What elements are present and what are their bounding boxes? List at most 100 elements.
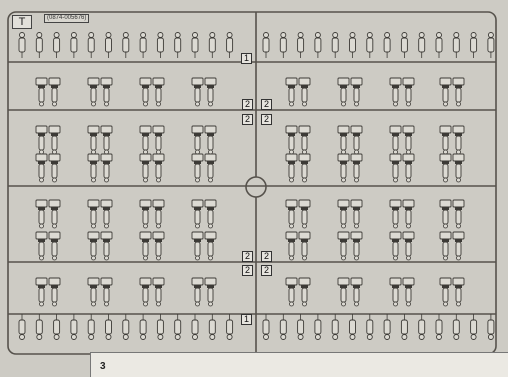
pin-part bbox=[122, 314, 130, 340]
pin-part bbox=[331, 314, 339, 340]
seat-pair-part bbox=[35, 153, 61, 183]
pin-part bbox=[18, 32, 26, 58]
pin-part bbox=[366, 314, 374, 340]
pin-part bbox=[35, 314, 43, 340]
pin-part bbox=[349, 314, 356, 340]
seat-pair-part bbox=[139, 153, 165, 183]
seat-pair-part bbox=[337, 277, 363, 307]
part-number-2: 2 bbox=[261, 251, 272, 262]
seat-pair-part bbox=[139, 199, 165, 229]
seat-pair-part bbox=[87, 153, 113, 183]
seat-pair-part bbox=[337, 199, 363, 229]
pin-part bbox=[279, 32, 287, 58]
sheet-letter-badge: T bbox=[12, 15, 32, 29]
pin-part bbox=[208, 32, 216, 58]
seat-pair-part bbox=[139, 231, 165, 261]
pin-part bbox=[366, 32, 374, 58]
seat-pair-part bbox=[139, 125, 165, 155]
pin-part bbox=[435, 32, 443, 58]
pin-part bbox=[156, 314, 164, 340]
bottom-label-panel: 3 bbox=[90, 352, 508, 377]
pin-part bbox=[53, 314, 61, 340]
pin-part bbox=[105, 32, 112, 58]
seat-pair-part bbox=[439, 153, 465, 183]
seat-pair-part bbox=[389, 77, 415, 107]
seat-pair-part bbox=[285, 125, 311, 155]
pin-part bbox=[400, 32, 408, 58]
sheet-letter: T bbox=[18, 16, 26, 28]
seat-pair-part bbox=[87, 199, 113, 229]
seat-pair-part bbox=[191, 231, 217, 261]
seat-pair-part bbox=[139, 77, 165, 107]
seat-pair-part bbox=[191, 77, 217, 107]
seat-pair-part bbox=[191, 153, 217, 183]
seat-pair-part bbox=[389, 231, 415, 261]
pin-part bbox=[105, 314, 112, 340]
part-number-2: 2 bbox=[242, 265, 253, 276]
pin-part bbox=[191, 32, 199, 58]
seat-pair-part bbox=[439, 231, 465, 261]
pin-part bbox=[470, 32, 478, 58]
seat-pair-part bbox=[35, 231, 61, 261]
pin-part bbox=[139, 32, 147, 58]
seat-pair-part bbox=[337, 153, 363, 183]
seat-pair-part bbox=[439, 277, 465, 307]
pin-part bbox=[18, 314, 26, 340]
seat-pair-part bbox=[389, 277, 415, 307]
seat-pair-part bbox=[35, 199, 61, 229]
seat-pair-part bbox=[139, 277, 165, 307]
sheet-code-label: (0874-005676) bbox=[44, 14, 90, 23]
seat-pair-part bbox=[389, 125, 415, 155]
part-number-2: 2 bbox=[261, 99, 272, 110]
seat-pair-part bbox=[285, 199, 311, 229]
pin-part bbox=[279, 314, 287, 340]
pin-part bbox=[35, 32, 43, 58]
seat-pair-part bbox=[285, 277, 311, 307]
part-number-2: 2 bbox=[242, 114, 253, 125]
part-number-1-bottom: 1 bbox=[241, 314, 252, 325]
pin-part bbox=[470, 314, 478, 340]
seat-pair-part bbox=[439, 125, 465, 155]
seat-pair-part bbox=[87, 125, 113, 155]
pin-part bbox=[208, 314, 216, 340]
pin-part bbox=[435, 314, 443, 340]
pin-part bbox=[400, 314, 408, 340]
pin-part bbox=[174, 32, 182, 58]
seat-pair-part bbox=[35, 277, 61, 307]
pin-part bbox=[191, 314, 199, 340]
pin-part bbox=[70, 32, 78, 58]
seat-pair-part bbox=[285, 153, 311, 183]
pin-part bbox=[53, 32, 61, 58]
pin-part bbox=[297, 314, 305, 340]
seat-pair-part bbox=[389, 153, 415, 183]
pin-part bbox=[174, 314, 182, 340]
pin-part bbox=[87, 314, 95, 340]
pin-part bbox=[262, 314, 270, 340]
pin-part bbox=[262, 32, 270, 58]
pin-part bbox=[418, 314, 426, 340]
seat-pair-part bbox=[87, 277, 113, 307]
pin-part bbox=[139, 314, 147, 340]
pin-part bbox=[349, 32, 356, 58]
seat-pair-part bbox=[87, 231, 113, 261]
part-number-2: 2 bbox=[242, 99, 253, 110]
seat-pair-part bbox=[439, 77, 465, 107]
seat-pair-part bbox=[191, 277, 217, 307]
seat-pair-part bbox=[285, 77, 311, 107]
pin-part bbox=[331, 32, 339, 58]
pin-part bbox=[156, 32, 164, 58]
pin-part bbox=[452, 314, 460, 340]
seat-pair-part bbox=[337, 231, 363, 261]
pin-part bbox=[87, 32, 95, 58]
seat-pair-part bbox=[389, 199, 415, 229]
seat-pair-part bbox=[35, 125, 61, 155]
panel-number: 3 bbox=[100, 361, 106, 372]
part-number-2: 2 bbox=[261, 114, 272, 125]
pin-part bbox=[383, 314, 391, 340]
pin-part bbox=[487, 32, 495, 58]
pin-part bbox=[487, 314, 495, 340]
pin-part bbox=[297, 32, 305, 58]
seat-pair-part bbox=[35, 77, 61, 107]
seat-pair-part bbox=[87, 77, 113, 107]
